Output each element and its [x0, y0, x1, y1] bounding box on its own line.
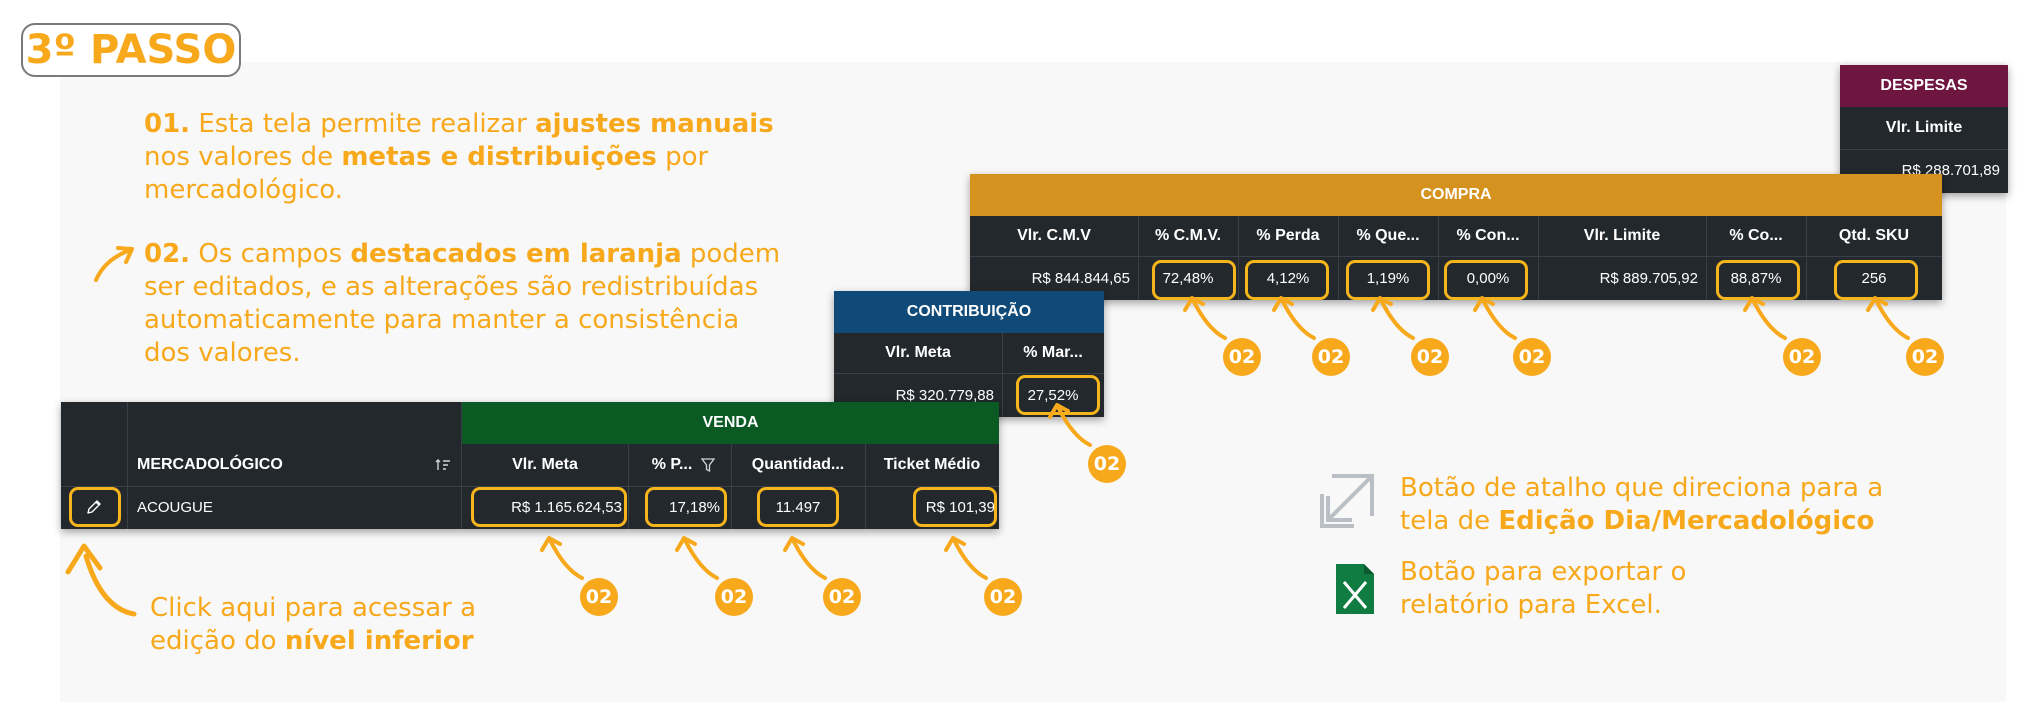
compra-vlr-limite-value: R$ 889.705,92: [1599, 270, 1698, 287]
filter-icon[interactable]: [701, 458, 715, 472]
step-badge: 02: [715, 578, 753, 616]
compra-col-pct-compra[interactable]: % Co...: [1729, 227, 1783, 244]
step-badge: 02: [1906, 338, 1944, 376]
note-02: 02. Os campos destacados em laranja pode…: [144, 239, 781, 368]
venda-col-quantidade[interactable]: Quantidad...: [751, 456, 845, 473]
compra-qtd-sku-value[interactable]: 256: [1861, 270, 1887, 287]
venda-col-pct-participacao[interactable]: % P...: [651, 456, 693, 473]
edit-button[interactable]: [69, 487, 121, 527]
venda-group-header: VENDA: [702, 414, 759, 431]
open-external-icon[interactable]: [1318, 472, 1376, 530]
contribuicao-col-pct-margem[interactable]: % Mar...: [1023, 344, 1083, 361]
mercadologico-header[interactable]: MERCADOLÓGICO: [137, 456, 283, 473]
editable-highlight: [757, 487, 839, 527]
contribuicao-table: CONTRIBUIÇÃO Vlr. Meta % Mar... R$ 320.7…: [834, 291, 1104, 417]
editable-highlight: [1016, 375, 1100, 415]
curved-arrow-icon: [1866, 296, 1910, 340]
note-shortcut: Botão de atalho que direciona para a tel…: [1400, 473, 1884, 536]
compra-group-header: COMPRA: [970, 174, 1942, 216]
curved-arrow-icon: [944, 536, 988, 580]
venda-vlr-meta-value[interactable]: R$ 1.165.624,53: [511, 499, 622, 516]
venda-col-ticket-medio[interactable]: Ticket Médio: [883, 456, 981, 473]
note-excel: Botão para exportar o relatório para Exc…: [1400, 557, 1687, 620]
step-badge: 02: [984, 578, 1022, 616]
compra-col-pct-perda[interactable]: % Perda: [1256, 227, 1320, 244]
mercadologico-row-name: ACOUGUE: [137, 499, 213, 516]
curved-arrow-icon: [783, 536, 827, 580]
compra-col-pct-cmv[interactable]: % C.M.V.: [1154, 227, 1222, 244]
despesas-group-header: DESPESAS: [1840, 65, 2008, 107]
compra-col-pct-quebra[interactable]: % Que...: [1356, 227, 1420, 244]
curved-arrow-icon: [1743, 296, 1787, 340]
contribuicao-col-vlr-meta[interactable]: Vlr. Meta: [885, 344, 951, 361]
compra-col-vlr-cmv[interactable]: Vlr. C.M.V: [1017, 227, 1091, 244]
note-01: 01. Esta tela permite realizar ajustes m…: [144, 109, 774, 205]
contribuicao-pct-margem-value[interactable]: 27,52%: [1027, 387, 1079, 404]
step-badge: 02: [1223, 338, 1261, 376]
note-arrow-icon: [94, 246, 134, 282]
editable-highlight: [471, 487, 627, 527]
curved-arrow-icon: [1272, 296, 1316, 340]
curved-arrow-icon: [675, 536, 719, 580]
step-badge: 02: [580, 578, 618, 616]
step-badge: 02: [823, 578, 861, 616]
click-arrow-icon: [65, 543, 137, 617]
curved-arrow-icon: [1371, 296, 1415, 340]
compra-pct-perda-value[interactable]: 4,12%: [1266, 270, 1310, 287]
venda-table: MERCADOLÓGICO VENDA Vlr. Meta % P... Qua…: [61, 402, 999, 529]
compra-col-vlr-limite[interactable]: Vlr. Limite: [1583, 227, 1661, 244]
compra-pct-consumo-value[interactable]: 0,00%: [1466, 270, 1510, 287]
note-click: Click aqui para acessar a edição do níve…: [150, 593, 477, 656]
compra-pct-compra-value[interactable]: 88,87%: [1730, 270, 1782, 287]
editable-highlight: [1346, 260, 1430, 300]
step-badge: 02: [1411, 338, 1449, 376]
curved-arrow-icon: [1183, 296, 1227, 340]
step-title: 3º PASSO: [21, 23, 241, 77]
pencil-icon[interactable]: [85, 498, 103, 516]
contribuicao-group-header: CONTRIBUIÇÃO: [834, 291, 1104, 333]
compra-vlr-cmv-value: R$ 844.844,65: [1031, 270, 1130, 287]
editable-highlight: [1245, 260, 1329, 300]
despesas-col-vlr-limite: Vlr. Limite: [1885, 119, 1963, 136]
step-badge: 02: [1513, 338, 1551, 376]
step-badge: 02: [1088, 445, 1126, 483]
venda-pct-participacao-value[interactable]: 17,18%: [669, 499, 720, 516]
venda-quantidade-value[interactable]: 11.497: [775, 499, 821, 516]
compra-pct-quebra-value[interactable]: 1,19%: [1366, 270, 1410, 287]
excel-icon[interactable]: [1334, 562, 1376, 616]
step-badge: 02: [1783, 338, 1821, 376]
curved-arrow-icon: [1048, 403, 1092, 447]
venda-ticket-medio-value[interactable]: R$ 101,39: [925, 499, 995, 516]
compra-col-pct-consumo[interactable]: % Con...: [1456, 227, 1520, 244]
venda-col-vlr-meta[interactable]: Vlr. Meta: [512, 456, 578, 473]
sort-icon[interactable]: [435, 458, 451, 472]
curved-arrow-icon: [540, 536, 584, 580]
editable-highlight: [913, 487, 997, 527]
compra-pct-cmv-value[interactable]: 72,48%: [1162, 270, 1214, 287]
compra-col-qtd-sku[interactable]: Qtd. SKU: [1838, 227, 1910, 244]
step-badge: 02: [1312, 338, 1350, 376]
contribuicao-vlr-meta-value: R$ 320.779,88: [895, 387, 994, 404]
editable-highlight: [645, 487, 727, 527]
curved-arrow-icon: [1473, 296, 1517, 340]
compra-table: COMPRA Vlr. C.M.V % C.M.V. % Perda % Que…: [970, 174, 1942, 300]
editable-highlight: [1716, 260, 1800, 300]
